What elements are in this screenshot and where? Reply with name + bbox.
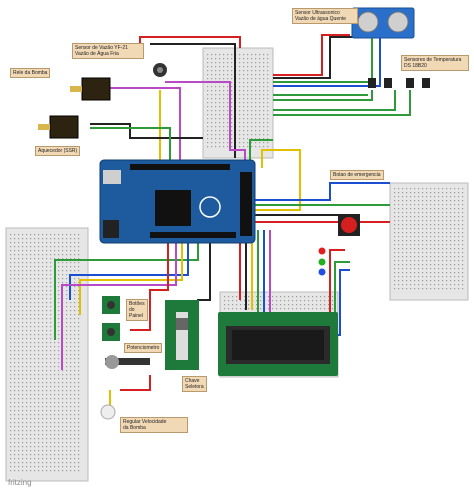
label-panel-buttons: Botões do Painel [126,299,148,321]
selector-switch [165,300,199,370]
pump-speed-knob [100,404,116,420]
temperature-sensors [368,78,430,88]
lcd-display [218,312,338,376]
wires [54,34,411,410]
relay-coil [70,77,111,101]
panel-buttons [102,296,120,341]
label-temperature-sensors: Sensores de Temperatura DS 18B20 [401,55,469,71]
emergency-button [338,214,360,236]
label-flow-sensor: Sensor de Vazão YF-21 Vazão de Água Fria [72,43,144,59]
leds [318,247,326,276]
potentiometer [105,355,150,369]
breadboard-top [202,47,274,159]
label-pump-speed: Regular Velocidade da Bomba [120,417,188,433]
ultrasonic-sensor [351,7,415,39]
label-ultrasonic-sensor: Sensor Ultrassonico Vazão de água Quente [292,8,358,24]
label-heater: Aquecedor (SSR) [35,146,81,156]
heater-coil [38,115,79,139]
label-relay: Rele da Bomba [10,68,51,78]
flow-sensor [153,63,167,77]
label-potentiometer: Potenciometro [124,343,163,353]
arduino-due-board [99,159,256,244]
label-emergency-button: Botao de emergencia [330,170,384,180]
breadboard-right [389,182,469,301]
fritzing-watermark: fritzing [8,478,32,487]
label-selector-switch: Chave Seletora [182,376,207,392]
